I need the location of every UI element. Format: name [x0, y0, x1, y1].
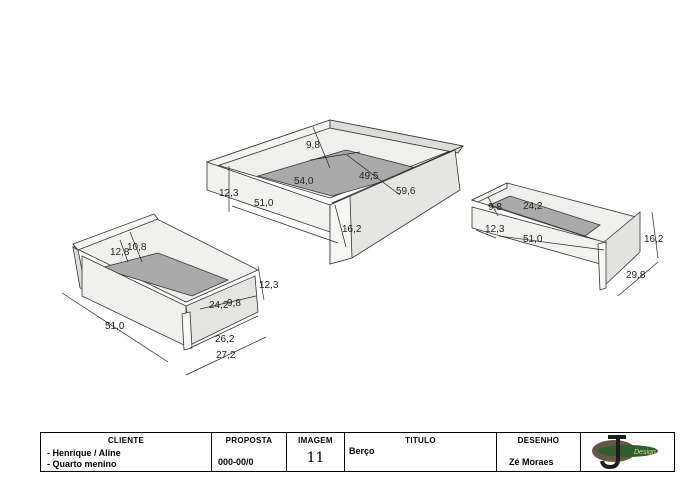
left-dim-inner-width: 24,2: [209, 300, 229, 311]
cliente-cell: CLIENTE - Henrique / Aline - Quarto meni…: [41, 433, 211, 471]
left-dim-side-depth: 10,8: [127, 242, 147, 253]
center-dim-inner-length: 49,5: [359, 171, 379, 182]
right-dim-inner-width: 24,2: [523, 201, 543, 212]
cliente-line-2: - Quarto menino: [47, 459, 117, 469]
proposta-label: PROPOSTA: [225, 436, 273, 445]
right-dim-depth: 9,8: [488, 202, 502, 213]
desenho-cell: DESENHO Zé Moraes: [496, 433, 580, 471]
desenho-label: DESENHO: [517, 436, 560, 445]
left-dim-width: 26,2: [215, 334, 235, 345]
proposta-cell: PROPOSTA 000-00/0: [211, 433, 286, 471]
left-dim-side-height: 12,8: [110, 247, 130, 258]
title-block: CLIENTE - Henrique / Aline - Quarto meni…: [40, 432, 675, 472]
left-dim-inner-depth: 9,8: [227, 298, 241, 309]
left-dim-overall-width: 27,2: [216, 350, 236, 361]
right-dim-length: 51,0: [523, 234, 543, 245]
center-dim-front-height: 16,2: [342, 224, 362, 235]
proposta-value: 000-00/0: [218, 457, 254, 467]
imagem-value: 11: [306, 450, 325, 466]
center-dim-depth: 9,8: [306, 140, 320, 151]
cliente-label: CLIENTE: [107, 436, 145, 445]
right-dim-front-height: 16,2: [644, 234, 664, 245]
right-dim-side-height: 12,3: [485, 224, 505, 235]
right-drawer: [470, 182, 641, 291]
titulo-value: Berço: [349, 446, 375, 456]
logo-text: Design: [634, 449, 656, 456]
imagem-cell: IMAGEM 11: [286, 433, 344, 471]
center-dim-inner-width: 54,0: [294, 176, 314, 187]
titulo-label: TITULO: [405, 436, 436, 445]
center-dim-length: 59,6: [396, 186, 416, 197]
left-dim-front-height: 12,3: [259, 280, 279, 291]
drawer-drawing: 9,8 54,0 49,5 59,6 12,3 51,0 16,2 12,8 1…: [61, 119, 664, 376]
imagem-label: IMAGEM: [298, 436, 333, 445]
left-dim-length: 51,0: [105, 321, 125, 332]
titulo-cell: TITULO Berço: [344, 433, 496, 471]
desenho-value: Zé Moraes: [509, 457, 554, 467]
center-drawer: [205, 119, 465, 265]
cliente-line-1: - Henrique / Aline: [47, 448, 121, 458]
center-dim-width: 51,0: [254, 198, 274, 209]
left-drawer: [71, 213, 259, 351]
center-dim-side-height: 12,3: [219, 188, 239, 199]
logo-cell: [580, 433, 674, 471]
company-logo: Design: [592, 435, 658, 470]
right-dim-width: 29,8: [626, 270, 646, 281]
